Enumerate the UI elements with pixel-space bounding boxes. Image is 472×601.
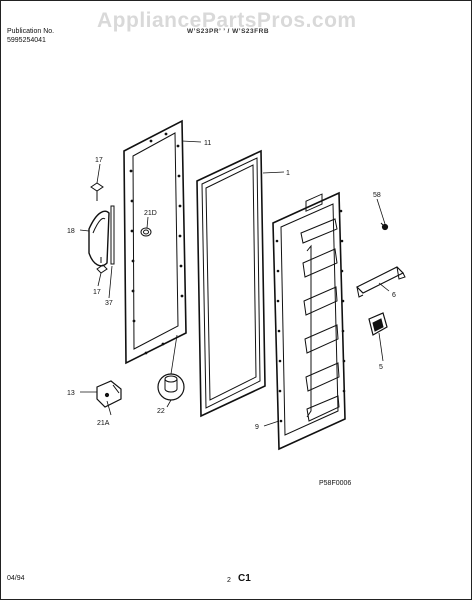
hinge-bracket <box>96 380 122 408</box>
figure-id: P58F0006 <box>319 480 351 487</box>
door-liner <box>272 191 346 451</box>
callout-17-bottom: 17 <box>93 289 101 296</box>
callout-9: 9 <box>255 424 259 431</box>
callout-1: 1 <box>286 170 290 177</box>
callout-37: 37 <box>105 300 113 307</box>
callout-5: 5 <box>379 364 383 371</box>
leader-lines <box>79 140 390 427</box>
callout-18: 18 <box>67 228 75 235</box>
bin-clip <box>368 312 388 336</box>
callout-21a: 21A <box>97 420 110 427</box>
model-number: W’S23PR’ ’ / W’S23FRB <box>187 28 270 35</box>
footer-code: C1 <box>238 573 251 584</box>
hinge-bushing <box>157 373 185 401</box>
footer-page: 2 <box>227 577 231 584</box>
callout-13: 13 <box>67 390 75 397</box>
handle-screw-top <box>90 182 104 201</box>
callout-58: 58 <box>373 192 381 199</box>
door-gasket-frame <box>123 119 187 365</box>
handle-screw-bottom <box>96 257 108 274</box>
watermark-logo: AppliancePartsPros.com <box>97 9 357 32</box>
door-handle <box>88 205 115 267</box>
callout-22: 22 <box>157 408 165 415</box>
footer-date: 04/94 <box>7 575 25 582</box>
door-panel <box>196 149 266 418</box>
callout-11: 11 <box>204 140 211 147</box>
callout-21d: 21D <box>144 210 157 217</box>
callout-17-top: 17 <box>95 157 103 164</box>
callout-labels: 11 1 17 21D 18 17 37 58 6 5 13 22 21A 9 … <box>67 140 396 487</box>
callout-6: 6 <box>392 292 396 299</box>
publication-number: 5995254041 <box>7 37 46 44</box>
plug-button <box>140 227 152 237</box>
liner-screw <box>380 222 389 231</box>
shelf-retainer-bar <box>355 266 406 298</box>
publication-label: Publication No. <box>7 28 55 35</box>
